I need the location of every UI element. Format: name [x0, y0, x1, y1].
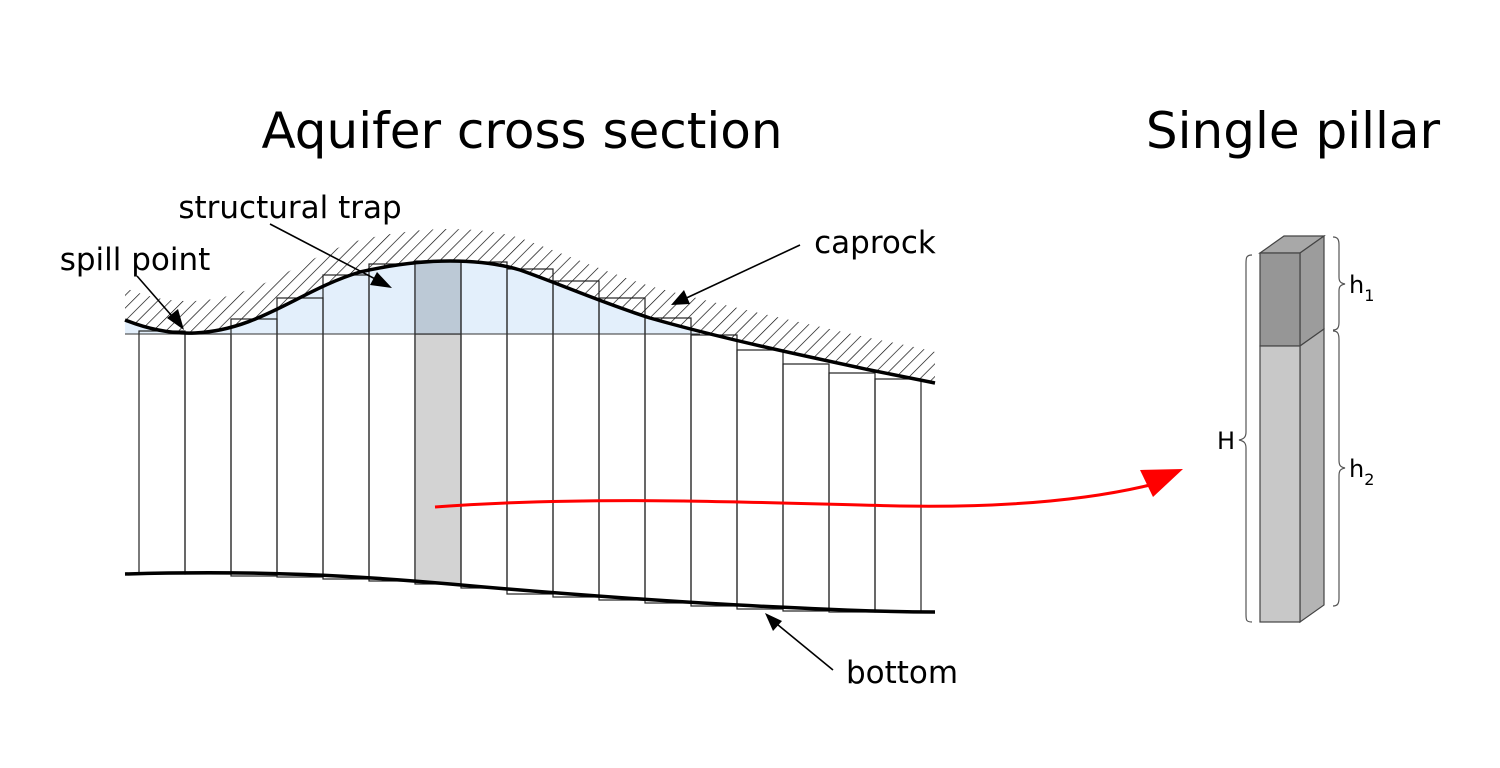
extraction-arrow [434, 469, 1183, 509]
pillar-lower-front [1259, 345, 1301, 623]
caprock-surface [124, 259, 936, 385]
bottom-surface [124, 570, 936, 614]
pillar [690, 334, 738, 607]
pillar [230, 318, 278, 577]
pillar [598, 297, 646, 601]
pillar [552, 280, 600, 598]
trapped-fluid-region [125, 261, 700, 334]
bottom-arrow [765, 613, 834, 671]
pillar [322, 274, 370, 580]
structural-trap-arrow [269, 223, 392, 288]
pillar-upper-side [1299, 234, 1325, 348]
h1-label: h1 [1349, 271, 1374, 305]
pillar [644, 317, 692, 604]
h1-brace [1332, 236, 1346, 331]
pillar [138, 330, 186, 575]
structural-trap-label: structural trap [178, 190, 401, 226]
pillar [368, 263, 416, 582]
caprock-label: caprock [814, 225, 936, 261]
h2-brace [1332, 330, 1346, 607]
caprock-hatching [125, 229, 935, 383]
h2-label: h2 [1349, 455, 1374, 489]
spill-point-arrow [136, 275, 184, 330]
single-pillar-block [1258, 234, 1326, 624]
h-total-label: H [1217, 427, 1235, 455]
pillar [828, 372, 876, 613]
selected-pillar [414, 260, 508, 589]
single-pillar-title: Single pillar [1146, 102, 1441, 160]
pillar [782, 363, 830, 612]
pillar-columns [138, 263, 922, 613]
pillar [874, 378, 922, 613]
caprock-arrow [671, 244, 801, 305]
bottom-label: bottom [846, 655, 958, 691]
pillar [184, 333, 232, 575]
pillar-lower-side [1299, 327, 1325, 624]
pillar [506, 268, 554, 595]
spill-point-label: spill point [60, 242, 211, 278]
pillar-upper-front [1259, 252, 1301, 347]
pillar [736, 349, 784, 610]
h-total-brace [1238, 254, 1253, 623]
pillar [276, 297, 324, 578]
cross-section-title: Aquifer cross section [261, 102, 782, 160]
